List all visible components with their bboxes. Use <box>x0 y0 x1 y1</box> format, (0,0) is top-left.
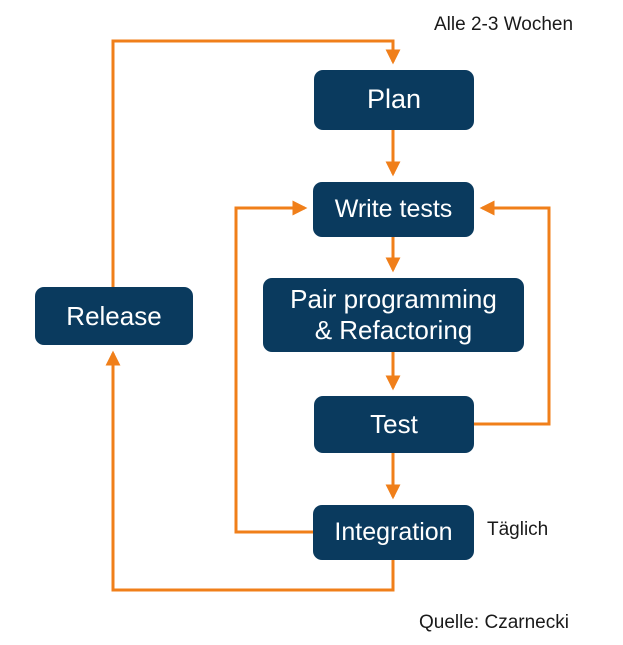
annotation-integration-cadence: Täglich <box>487 519 549 540</box>
edge-test-to-write-tests-feedback <box>474 200 551 426</box>
node-integration-label: Integration <box>334 517 453 546</box>
node-pair-programming[interactable]: Pair programming & Refactoring <box>263 278 524 352</box>
node-test-label: Test <box>370 409 418 440</box>
annotation-source-credit: Quelle: Czarnecki <box>419 612 569 633</box>
node-plan-label: Plan <box>366 84 422 115</box>
node-release[interactable]: Release <box>35 287 193 345</box>
edge-integration-to-release <box>105 350 395 592</box>
node-release-label: Release <box>66 300 162 331</box>
node-test[interactable]: Test <box>314 396 474 453</box>
node-write-tests[interactable]: Write tests <box>313 182 474 237</box>
node-integration[interactable]: Integration <box>313 505 474 560</box>
edge-integration-to-write-tests-feedback <box>234 200 313 534</box>
node-pair-programming-label: Pair programming & Refactoring <box>290 284 497 345</box>
node-plan[interactable]: Plan <box>314 70 474 130</box>
node-write-tests-label: Write tests <box>334 194 453 223</box>
edge-release-to-plan <box>111 39 401 287</box>
annotation-release-cadence: Alle 2-3 Wochen <box>434 14 574 35</box>
